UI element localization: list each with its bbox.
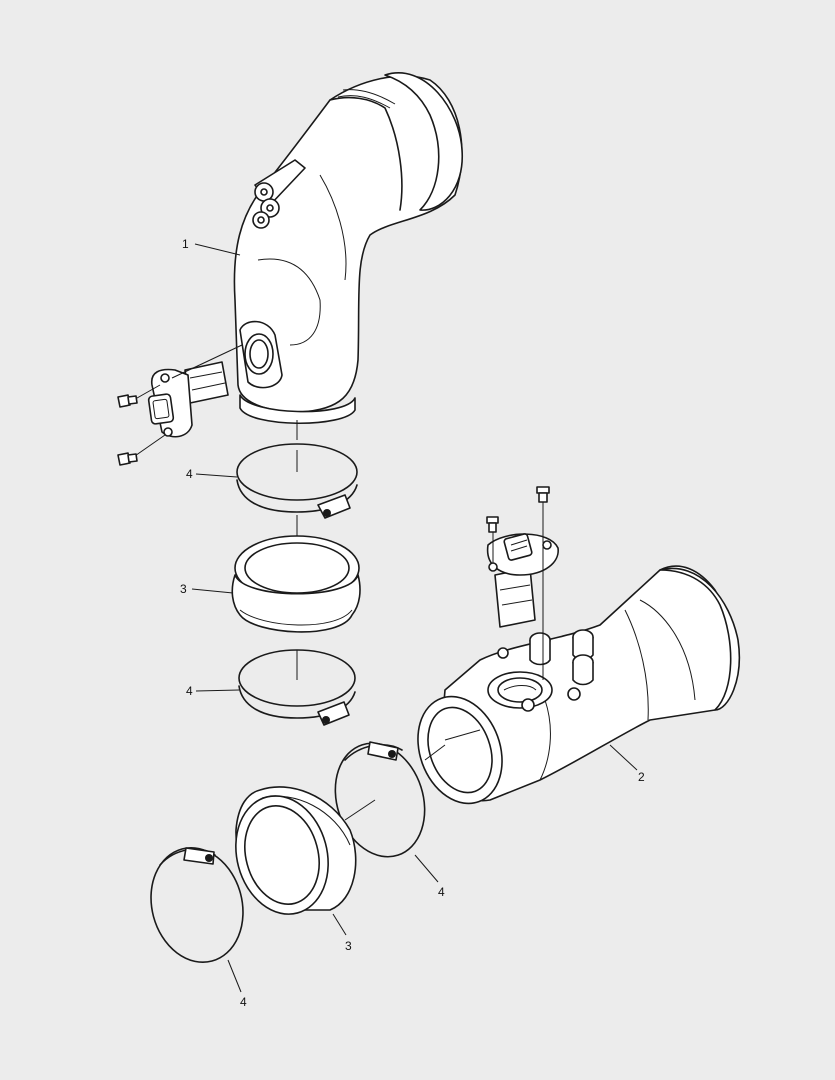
leader-line-4-c	[414, 854, 439, 883]
sensor-screw-throttle-right	[536, 486, 550, 503]
callout-clamp-a: 4	[186, 467, 193, 481]
hose-clamp-b	[238, 649, 356, 726]
mass-air-flow-sensor-upper	[129, 344, 243, 459]
leader-line-3-upper	[191, 588, 234, 594]
hose-clamp-a	[236, 443, 358, 519]
elbow-duct	[233, 72, 463, 425]
callout-clamp-c: 4	[438, 885, 445, 899]
callout-coupler-lower: 3	[345, 939, 352, 953]
sensor-screw-upper	[117, 394, 138, 408]
callout-throttle-housing: 2	[638, 770, 645, 784]
callout-coupler-upper: 3	[180, 582, 187, 596]
hose-clamp-d	[150, 846, 244, 964]
sensor-screw-throttle-left	[486, 516, 499, 533]
rubber-coupler-lower	[235, 786, 357, 915]
leader-line-2	[609, 744, 638, 771]
leader-line-4-b	[195, 689, 240, 692]
leader-line-4-a	[195, 473, 238, 478]
callout-clamp-b: 4	[186, 684, 193, 698]
mass-air-flow-sensor-lower	[486, 500, 559, 680]
leader-line-1	[194, 243, 241, 256]
callout-elbow-duct: 1	[182, 237, 189, 251]
leader-line-4-d	[227, 959, 242, 993]
callout-clamp-d: 4	[240, 995, 247, 1009]
hose-clamp-c	[334, 741, 426, 858]
sensor-screw-lower	[117, 452, 138, 466]
rubber-coupler-upper	[231, 535, 361, 633]
leader-line-3-lower	[332, 913, 347, 936]
throttle-housing	[417, 565, 740, 805]
